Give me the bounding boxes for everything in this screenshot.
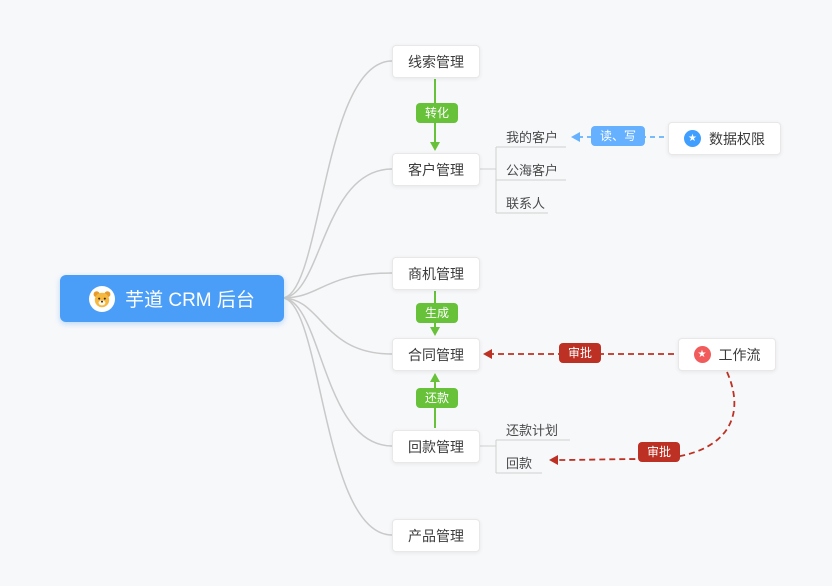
node-workflow: ★ 工作流 xyxy=(678,338,776,371)
node-contracts: 合同管理 xyxy=(392,338,480,371)
node-contracts-label: 合同管理 xyxy=(408,346,464,363)
node-data-permission: ★ 数据权限 xyxy=(668,122,781,155)
customer-children-lines xyxy=(480,146,566,214)
node-data-permission-label: 数据权限 xyxy=(709,130,765,147)
edge-label-read-write: 读、写 xyxy=(591,126,646,146)
root-node-crm-backend: 芋道 CRM 后台 xyxy=(60,275,284,322)
payment-children-lines xyxy=(480,439,570,474)
node-opportunities: 商机管理 xyxy=(392,257,480,290)
node-products-label: 产品管理 xyxy=(408,527,464,544)
workflow-star-icon: ★ xyxy=(693,346,711,363)
node-leads: 线索管理 xyxy=(392,45,480,78)
data-permission-star-icon: ★ xyxy=(684,130,701,147)
child-payment-receipt: 回款 xyxy=(506,456,533,471)
edge-label-generate: 生成 xyxy=(416,303,459,323)
child-contacts: 联系人 xyxy=(506,196,546,211)
child-repayment-plan: 还款计划 xyxy=(506,423,559,438)
node-workflow-label: 工作流 xyxy=(718,346,761,363)
node-customers-label: 客户管理 xyxy=(408,161,464,178)
node-opportunities-label: 商机管理 xyxy=(408,265,464,282)
child-my-customers: 我的客户 xyxy=(506,130,559,145)
root-branch-curves xyxy=(281,60,393,536)
child-public-sea-customers: 公海客户 xyxy=(506,163,559,178)
edge-label-approve-payment: 审批 xyxy=(638,442,681,462)
edge-label-repay: 还款 xyxy=(416,388,459,408)
root-node-label: 芋道 CRM 后台 xyxy=(125,290,255,311)
read-write-arrow xyxy=(571,132,664,142)
node-payments-label: 回款管理 xyxy=(408,438,464,455)
node-customers: 客户管理 xyxy=(392,153,480,186)
edge-label-convert: 转化 xyxy=(416,103,459,123)
node-products: 产品管理 xyxy=(392,519,480,552)
edge-label-approve-contract: 审批 xyxy=(559,343,602,363)
node-payments: 回款管理 xyxy=(392,430,480,463)
dog-icon xyxy=(89,285,116,312)
node-leads-label: 线索管理 xyxy=(408,53,464,70)
